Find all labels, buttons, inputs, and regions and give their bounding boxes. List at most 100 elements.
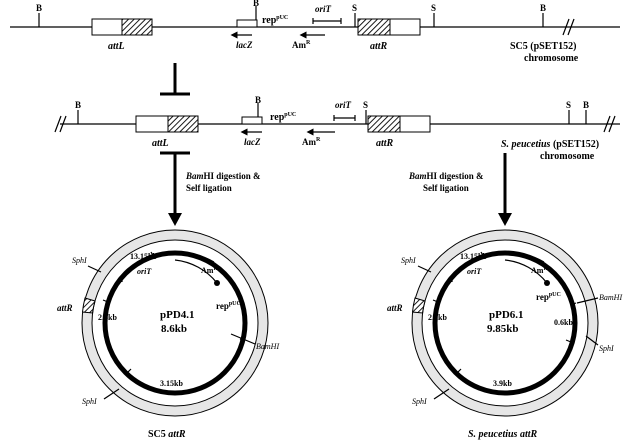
left-oriT-label: oriT: [137, 267, 152, 276]
right-tick-right-lower: [565, 339, 572, 343]
mid-attL-label: attL: [152, 138, 169, 149]
right-digestion-line1: BamHI digestion &: [408, 171, 484, 181]
top-attR-label: attR: [370, 41, 388, 52]
top-strain-line2: chromosome: [524, 53, 579, 64]
top-break-mark: [562, 18, 575, 36]
mid-attL-open: [135, 115, 169, 133]
top-attL-hatched: [121, 18, 153, 36]
mid-site-b2: B: [255, 95, 261, 105]
mid-site-s1: S: [363, 100, 368, 110]
top-attR-hatched: [357, 18, 391, 36]
top-strain-line1: SC5 (pSET152): [510, 41, 576, 52]
right-amR-arc: [504, 259, 548, 284]
right-tick-bottom: [456, 368, 462, 374]
mid-strain-line1: S. peucetius (pSET152): [501, 139, 599, 150]
right-plasmid-size: 9.85kb: [487, 323, 519, 335]
right-digestion-arrow: [498, 153, 512, 226]
top-map: B B S S B attL lacZ reppUC AmR oriT at: [10, 0, 620, 64]
right-sphI-bottom-pointer: [433, 388, 450, 400]
left-sphI-bottom-pointer: [103, 388, 120, 400]
middle-map: B B S S B attL lacZ reppUC AmR oriT attR…: [54, 95, 620, 162]
right-seg-right: 0.6kb: [554, 318, 573, 327]
top-attR-open: [389, 18, 421, 36]
mid-lacZ-box: [241, 116, 263, 125]
left-bamHI-label: BamHI: [256, 342, 279, 351]
right-plasmid-name: pPD6.1: [489, 309, 524, 321]
mid-lacZ-label: lacZ: [244, 137, 261, 147]
left-amR-dot: [214, 280, 220, 286]
right-oriT-arc: [451, 251, 545, 280]
top-lacZ-label: lacZ: [236, 40, 253, 50]
plasmid-right: 13.15kb oriT AmR reppUC 2.2kb 0.6kb pPD6…: [387, 229, 622, 417]
left-seg-top: 13.15kb: [130, 252, 157, 261]
right-rep-label: reppUC: [536, 292, 561, 302]
top-site-b2: B: [253, 0, 259, 8]
left-sphI-bottom: SphI: [82, 397, 97, 406]
right-amR-label: AmR: [531, 266, 547, 275]
left-sphI-top-pointer: [87, 265, 102, 273]
right-bamHI-label: BamHI: [599, 293, 622, 302]
mid-oriT-label: oriT: [335, 100, 352, 110]
left-digestion-line2: Self ligation: [186, 183, 232, 193]
mid-break-mark-left: [54, 115, 67, 133]
left-amR-label: AmR: [201, 266, 217, 275]
mid-site-b1: B: [75, 100, 81, 110]
left-plasmid-name: pPD4.1: [160, 309, 195, 321]
right-oriT-label: oriT: [467, 267, 482, 276]
left-attR-segment: [81, 297, 96, 314]
mid-site-s2: S: [566, 100, 571, 110]
block-symbol-mid: [160, 151, 190, 226]
mid-attR-open: [399, 115, 431, 133]
left-tick-left: [102, 299, 109, 303]
top-oriT-bracket: [312, 18, 342, 24]
top-lacZ-box: [236, 19, 258, 28]
mid-break-mark-right: [603, 115, 616, 133]
top-oriT-label: oriT: [315, 4, 332, 14]
top-attL-open: [91, 18, 123, 36]
right-tick-top: [480, 251, 485, 258]
right-sphI-bottom: SphI: [412, 397, 427, 406]
top-site-s1: S: [352, 3, 357, 13]
right-amR-dot: [544, 280, 550, 286]
right-attR-segment: [411, 297, 426, 314]
right-tick-right: [570, 302, 577, 306]
mid-attL-hatched: [167, 115, 199, 133]
left-attR-label: attR: [57, 303, 73, 313]
right-attR-label: attR: [387, 303, 403, 313]
right-sphI-top: SphI: [401, 256, 416, 265]
left-tick-right: [239, 338, 246, 342]
left-plasmid-size: 8.6kb: [161, 323, 187, 335]
left-tick-top: [150, 251, 155, 258]
right-sphI-top-pointer: [417, 265, 432, 273]
right-backbone: [432, 250, 578, 396]
left-seg-left: 2.3kb: [98, 313, 117, 322]
mid-rep-label: reppUC: [270, 112, 296, 123]
top-rep-label: reppUC: [262, 15, 288, 26]
block-symbol-top: [160, 63, 190, 96]
right-caption: S. peucetius attR: [468, 429, 538, 440]
right-sphI-right-pointer: [585, 335, 599, 346]
right-bamHI-pointer: [576, 297, 599, 304]
left-seg-bottom: 3.15kb: [160, 379, 183, 388]
mid-attR-hatched: [367, 115, 401, 133]
mid-oriT-bracket: [333, 115, 356, 121]
top-site-b3: B: [540, 3, 546, 13]
left-oriT-arc: [121, 251, 215, 280]
mid-strain-line2: chromosome: [540, 151, 595, 162]
mid-site-b3: B: [583, 100, 589, 110]
left-amR-arc: [174, 259, 218, 284]
left-rep-label: reppUC: [216, 301, 241, 311]
top-attL-label: attL: [108, 41, 125, 52]
left-sphI-top: SphI: [72, 256, 87, 265]
right-seg-bottom: 3.9kb: [493, 379, 512, 388]
mid-attR-label: attR: [376, 138, 394, 149]
top-site-b1: B: [36, 3, 42, 13]
left-caption: SC5 attR: [148, 429, 186, 440]
left-backbone: [102, 250, 248, 396]
right-digestion-line2: Self ligation: [423, 183, 469, 193]
top-amR-label: AmR: [292, 40, 311, 50]
left-digestion-line1: BamHI digestion &: [185, 171, 261, 181]
right-tick-left: [432, 299, 439, 303]
left-bamHI-pointer: [230, 333, 256, 345]
